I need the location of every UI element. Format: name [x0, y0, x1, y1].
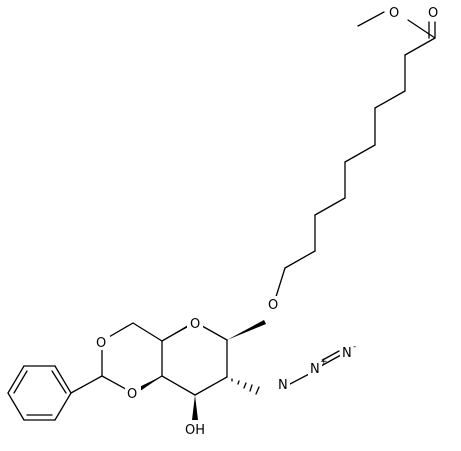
atom-azide-n2: N: [310, 362, 320, 377]
azide-group: [289, 350, 342, 385]
charge-minus: -: [353, 342, 356, 352]
methyl-ester: [357, 11, 436, 39]
atom-ester-o: O: [389, 6, 399, 21]
alkyl-chain: [274, 37, 436, 301]
atom-azide-n3: N: [342, 346, 352, 361]
benzene-ring: [7, 365, 72, 421]
atom-labels: O O O O O O OH N N + N -: [94, 4, 442, 438]
atom-azide-n1: N: [278, 378, 288, 393]
pyranose-ring: [161, 321, 228, 396]
atom-acetal-o-bottom: O: [127, 387, 137, 402]
wedge-c3-oh: [192, 395, 198, 420]
wedge-anomeric: [227, 320, 266, 340]
dioxane-ring: [70, 322, 163, 394]
atom-carbonyl-o: O: [428, 6, 438, 21]
hash-c2-azide: [231, 378, 260, 395]
atom-acetal-o-top: O: [96, 336, 106, 351]
charge-plus: +: [320, 357, 328, 367]
atom-hydroxyl: OH: [185, 423, 205, 438]
atom-glycosidic-o: O: [268, 298, 278, 313]
atom-ring-o: O: [190, 317, 200, 332]
